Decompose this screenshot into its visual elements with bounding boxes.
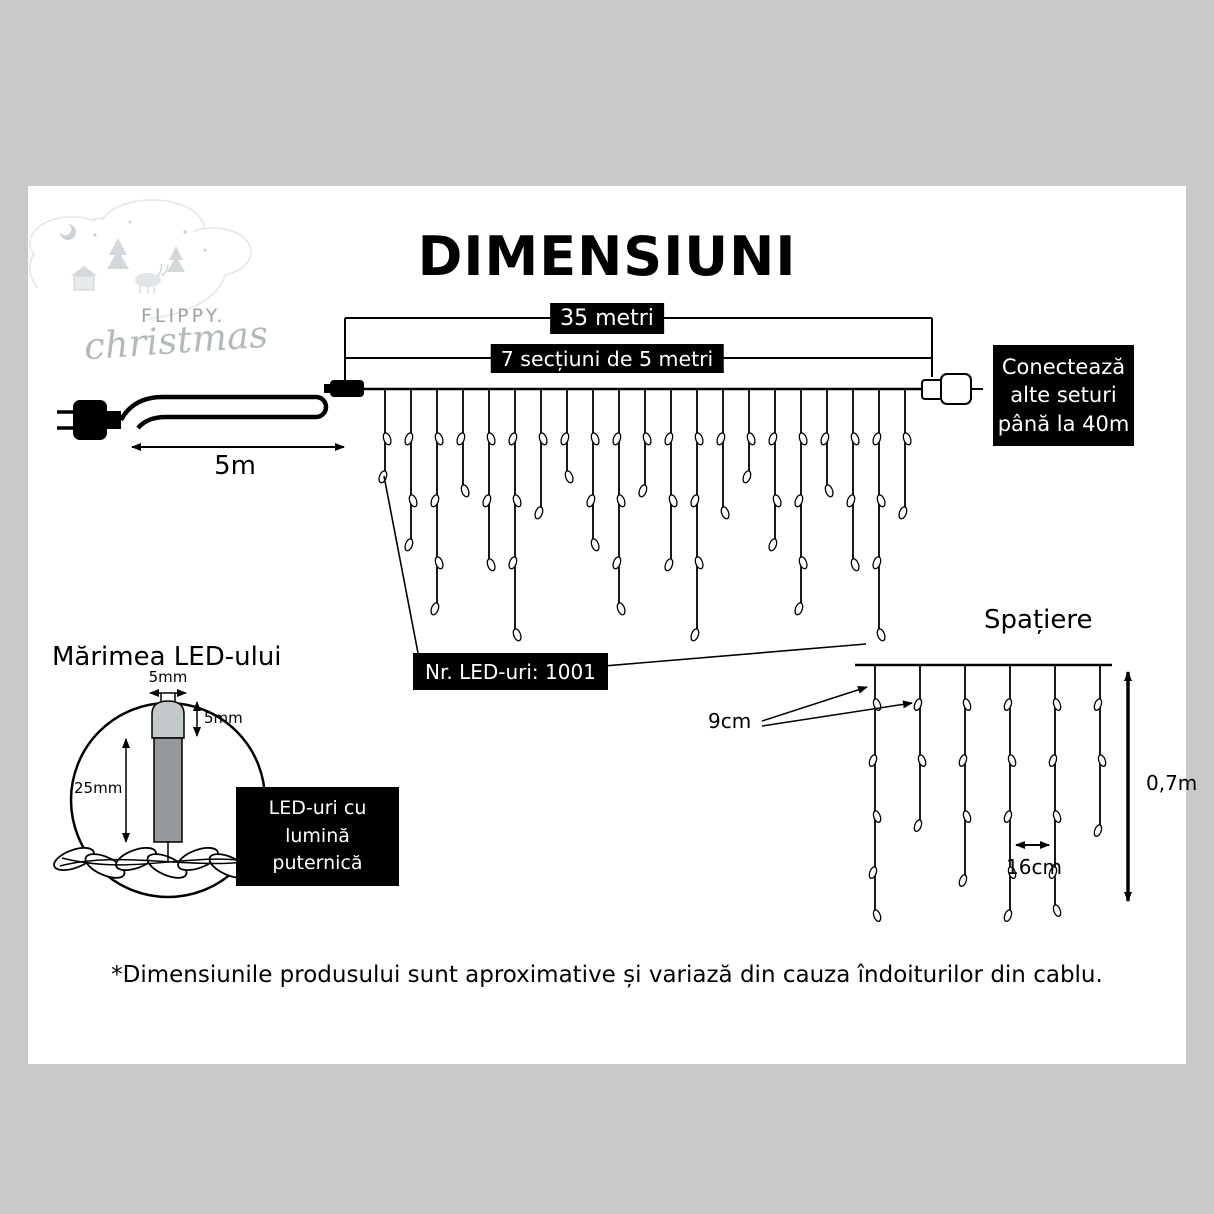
tree-icons	[107, 238, 185, 272]
reindeer-icon	[135, 263, 169, 294]
winter-scene-logo-icon	[29, 199, 252, 326]
moon-icon	[60, 224, 76, 240]
connect-note-label: Conectează alte seturi până la 40m	[993, 345, 1134, 447]
rail-connector-icon	[324, 380, 364, 397]
drop-gap-label: 16cm	[1006, 855, 1062, 879]
led-width-label: 5mm	[148, 668, 188, 686]
house-icon	[71, 266, 97, 291]
led-bulb-icon	[151, 693, 185, 861]
led-gap-leader-arrows	[761, 685, 913, 727]
sections-label: 7 secțiuni de 5 metri	[490, 344, 724, 373]
spacing-curtain-drops	[868, 665, 1107, 923]
spacing-heading: Spațiere	[984, 605, 1093, 635]
main-curtain-drops	[378, 389, 912, 642]
led-gap-label: 9cm	[708, 709, 752, 733]
led-dimension-arrows	[122, 689, 201, 843]
lead-length-label: 5m	[214, 451, 256, 481]
led-brightness-note: LED-uri cu lumină puternică	[236, 787, 399, 886]
logo-brand-text: FLIPPY.	[141, 305, 226, 327]
spacing-diagram	[761, 663, 1132, 923]
total-length-label: 35 metri	[550, 303, 664, 334]
disclaimer-footnote: *Dimensiunile produsului sunt aproximati…	[111, 962, 1103, 988]
led-count-label: Nr. LED-uri: 1001	[413, 653, 608, 690]
led-cap-height-label: 5mm	[204, 709, 243, 727]
page-title: DIMENSIUNI	[417, 225, 797, 288]
led-count-leader-lines	[383, 475, 867, 669]
led-size-heading: Mărimea LED-ului	[52, 642, 282, 672]
led-body-height-label: 25mm	[74, 779, 123, 797]
end-connector-icon	[921, 373, 983, 405]
led-size-magnifier	[53, 689, 281, 899]
power-plug-icon	[57, 400, 121, 440]
drop-height-label: 0,7m	[1146, 771, 1198, 795]
lead-cable-icon	[119, 394, 329, 430]
